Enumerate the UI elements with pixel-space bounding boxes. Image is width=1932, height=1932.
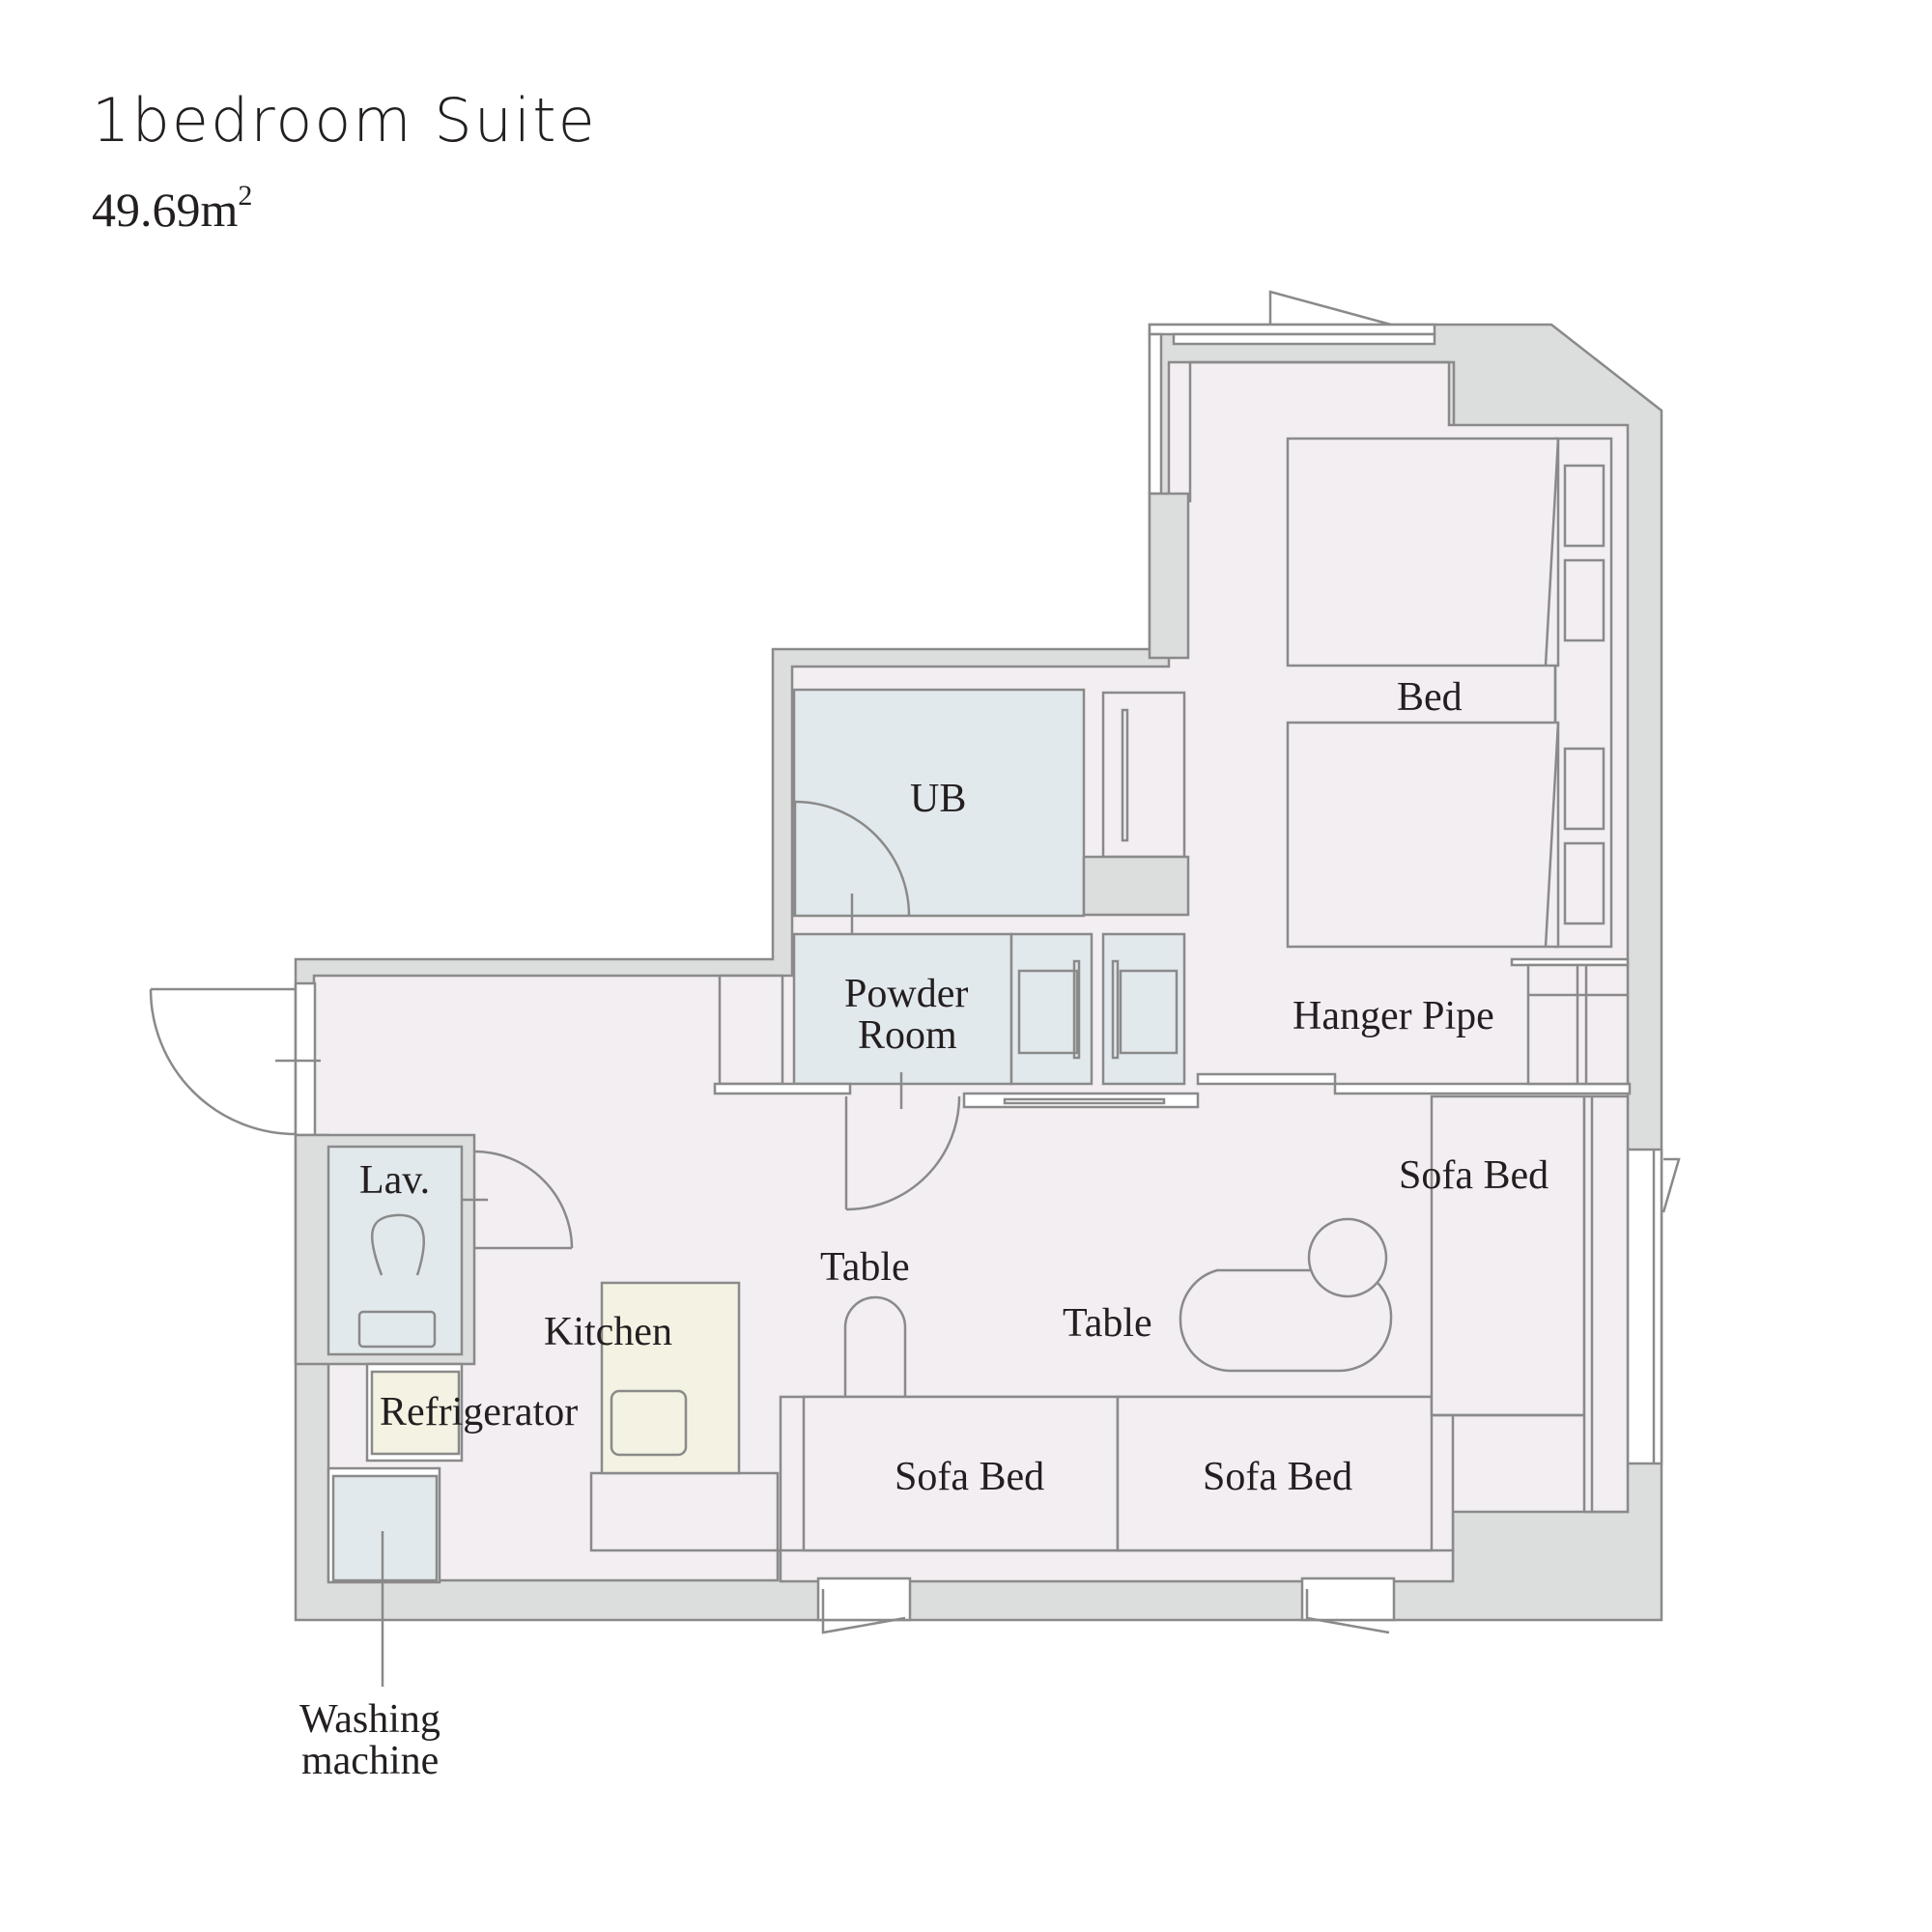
bottom-window-right (1300, 1577, 1396, 1622)
vanity-tap (1072, 959, 1081, 1060)
label-powder-room-1: Powder (844, 972, 968, 1016)
bed-bottom[interactable] (1286, 721, 1560, 949)
bottom-window-left-sash (821, 1589, 906, 1634)
label-bed: Bed (1397, 675, 1463, 720)
refrigerator-body (370, 1370, 461, 1456)
sofa-bed-back (779, 1548, 1455, 1583)
bed-bottom-pillow-2 (1563, 841, 1605, 925)
bottom-window-right-sash (1305, 1589, 1390, 1634)
closet-divider-wall (1082, 855, 1190, 917)
closet-upper[interactable] (1101, 691, 1186, 859)
bed-top-fold (1544, 438, 1560, 667)
cabinet-unit (1101, 932, 1186, 1086)
cabinet-handle (1111, 959, 1120, 1060)
bed-top-pillow-2 (1563, 558, 1605, 642)
table-stool[interactable] (1307, 1217, 1388, 1298)
label-powder-room-2: Room (858, 1013, 957, 1058)
top-window-frame (1148, 323, 1436, 336)
kitchen-sink (610, 1389, 688, 1457)
corridor-rail (1003, 1097, 1166, 1105)
label-ub: UB (910, 777, 966, 821)
area-superscript: 2 (238, 180, 253, 212)
sofa-bed-left[interactable] (802, 1395, 1120, 1552)
toilet-bowl (370, 1213, 425, 1276)
left-upper-window (1148, 332, 1163, 496)
label-refrigerator: Refrigerator (380, 1390, 578, 1435)
washing-machine-body (331, 1474, 439, 1582)
label-table-2: Table (1063, 1301, 1152, 1346)
cabinet-inner (1119, 969, 1179, 1055)
label-sofa-bed-2: Sofa Bed (1203, 1455, 1352, 1499)
bed-bottom-pillow-1 (1563, 747, 1605, 831)
entrance-door-jamb (294, 981, 317, 1137)
label-kitchen: Kitchen (544, 1310, 672, 1354)
sofa-bed-right[interactable] (1430, 1094, 1586, 1417)
label-sofa-bed-1: Sofa Bed (895, 1455, 1044, 1499)
vanity-basin (1017, 969, 1079, 1055)
bottom-window-left (816, 1577, 912, 1622)
powder-room (792, 932, 1013, 1086)
plan-title: 1bedroom Suite (92, 85, 597, 156)
bedroom-notch (1188, 360, 1456, 502)
label-washing-machine-2: machine (301, 1739, 439, 1783)
right-window-frame (1626, 1148, 1663, 1465)
corridor-opening (1196, 1072, 1337, 1086)
lav-door-swing[interactable] (473, 1150, 574, 1249)
powder-door-swing[interactable] (845, 1095, 961, 1211)
entrance-door-swing[interactable] (149, 988, 297, 1136)
lav-room (327, 1145, 464, 1356)
top-window-sash (1268, 290, 1392, 327)
label-hanger-pipe: Hanger Pipe (1293, 994, 1494, 1038)
ub-door-swing[interactable] (794, 800, 911, 917)
label-sofa-bed-3: Sofa Bed (1399, 1153, 1548, 1198)
label-table-1: Table (820, 1245, 910, 1290)
label-washing-machine-1: Washing (299, 1697, 440, 1742)
corridor-wall-right (1333, 1082, 1632, 1095)
corridor-wall-left (713, 1082, 852, 1095)
plan-area: 49.69m2 (92, 180, 252, 238)
kitchen-counter (600, 1281, 741, 1475)
bed-top-pillow-1 (1563, 464, 1605, 548)
bed-bottom-fold (1544, 722, 1560, 948)
entry-cupboard[interactable] (718, 974, 784, 1086)
area-value: 49.69m (92, 183, 239, 237)
toilet-tank (357, 1310, 437, 1349)
upper-wall-jog (1148, 492, 1190, 660)
sofa-bed-middle[interactable] (1116, 1395, 1434, 1552)
bed-top[interactable] (1286, 437, 1560, 668)
ub-room (792, 688, 1086, 918)
label-lav: Lav. (359, 1158, 430, 1203)
top-window-sill (1172, 332, 1436, 346)
closet-upper-handle (1121, 708, 1129, 842)
right-window-sash (1662, 1157, 1681, 1213)
